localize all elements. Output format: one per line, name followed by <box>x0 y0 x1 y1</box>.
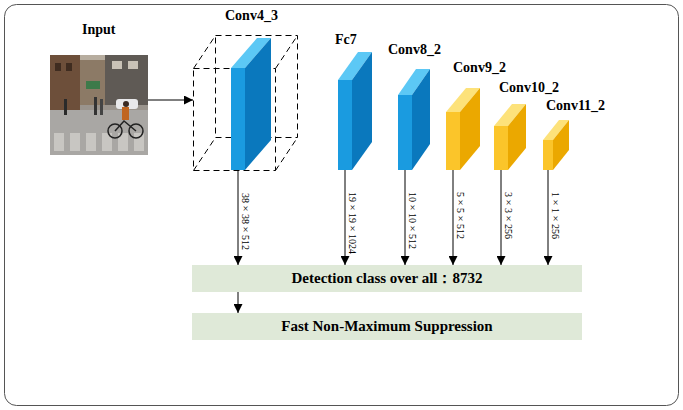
band-text: Detection class over all：8732 <box>292 269 483 288</box>
feature-map: Fc7 <box>338 52 372 170</box>
connector-arrow <box>238 292 239 313</box>
process-band: Detection class over all：8732 <box>192 265 582 292</box>
feature-slab <box>494 104 526 170</box>
slab-side <box>553 120 569 170</box>
feature-slab <box>338 52 372 170</box>
slab-side <box>245 38 271 170</box>
node-shape <box>50 55 148 155</box>
node-shape <box>338 52 372 170</box>
feature-slab <box>543 120 569 170</box>
feature-slab <box>231 38 271 170</box>
connector-arrow <box>501 170 502 265</box>
connector-arrow <box>148 100 193 101</box>
cube-edge <box>194 36 216 69</box>
node-shape <box>543 120 569 170</box>
layer-label: Fc7 <box>335 32 357 48</box>
layer-label: Conv4_3 <box>225 8 278 24</box>
feature-slab <box>398 69 430 170</box>
slab-front <box>231 68 245 170</box>
layer-label: Conv8_2 <box>388 42 441 58</box>
connector-arrow <box>238 171 239 265</box>
dimension-label: 5×5×512 <box>455 192 466 239</box>
dimension-label: 3×3×256 <box>503 192 514 239</box>
slab-front <box>446 112 460 170</box>
connector-arrow <box>345 170 346 265</box>
slab-front <box>494 126 508 170</box>
node-shape <box>193 35 298 171</box>
street-photo <box>50 55 148 155</box>
layer-label: Conv11_2 <box>546 98 605 114</box>
dashed-cube <box>194 36 298 171</box>
slab-front <box>398 95 412 170</box>
slab-side <box>460 88 480 170</box>
feature-map: Conv4_3 <box>193 35 298 171</box>
cube-edge <box>276 138 298 171</box>
layer-label: Conv9_2 <box>453 60 506 76</box>
slab-side <box>508 104 526 170</box>
layer-label: Input <box>82 22 115 38</box>
dimension-label: 10×10×512 <box>407 192 418 249</box>
node-shape <box>398 69 430 170</box>
connector-arrow <box>548 170 549 265</box>
slab-front <box>338 80 352 170</box>
feature-map: Conv10_2 <box>494 104 526 170</box>
cube-edge <box>194 138 216 171</box>
dimension-label: 19×19×1024 <box>347 192 358 254</box>
feature-slab <box>446 88 480 170</box>
slab-side <box>352 52 372 170</box>
layer-label: Conv10_2 <box>499 80 559 96</box>
input-image: Input <box>50 55 148 155</box>
frame-border <box>5 5 679 406</box>
connector-arrow <box>405 170 406 265</box>
band-text: Fast Non-Maximum Suppression <box>281 318 492 335</box>
dimension-label: 1×1×256 <box>550 192 561 239</box>
process-band: Fast Non-Maximum Suppression <box>192 313 582 340</box>
slab-front <box>543 140 553 170</box>
feature-map: Conv9_2 <box>446 88 480 170</box>
feature-map: Conv11_2 <box>543 120 569 170</box>
slab-side <box>412 69 430 170</box>
node-shape <box>446 88 480 170</box>
node-shape <box>494 104 526 170</box>
connector-arrow <box>453 170 454 265</box>
feature-map: Conv8_2 <box>398 69 430 170</box>
dimension-label: 38×38×512 <box>240 193 251 250</box>
cube-edge <box>276 36 298 69</box>
